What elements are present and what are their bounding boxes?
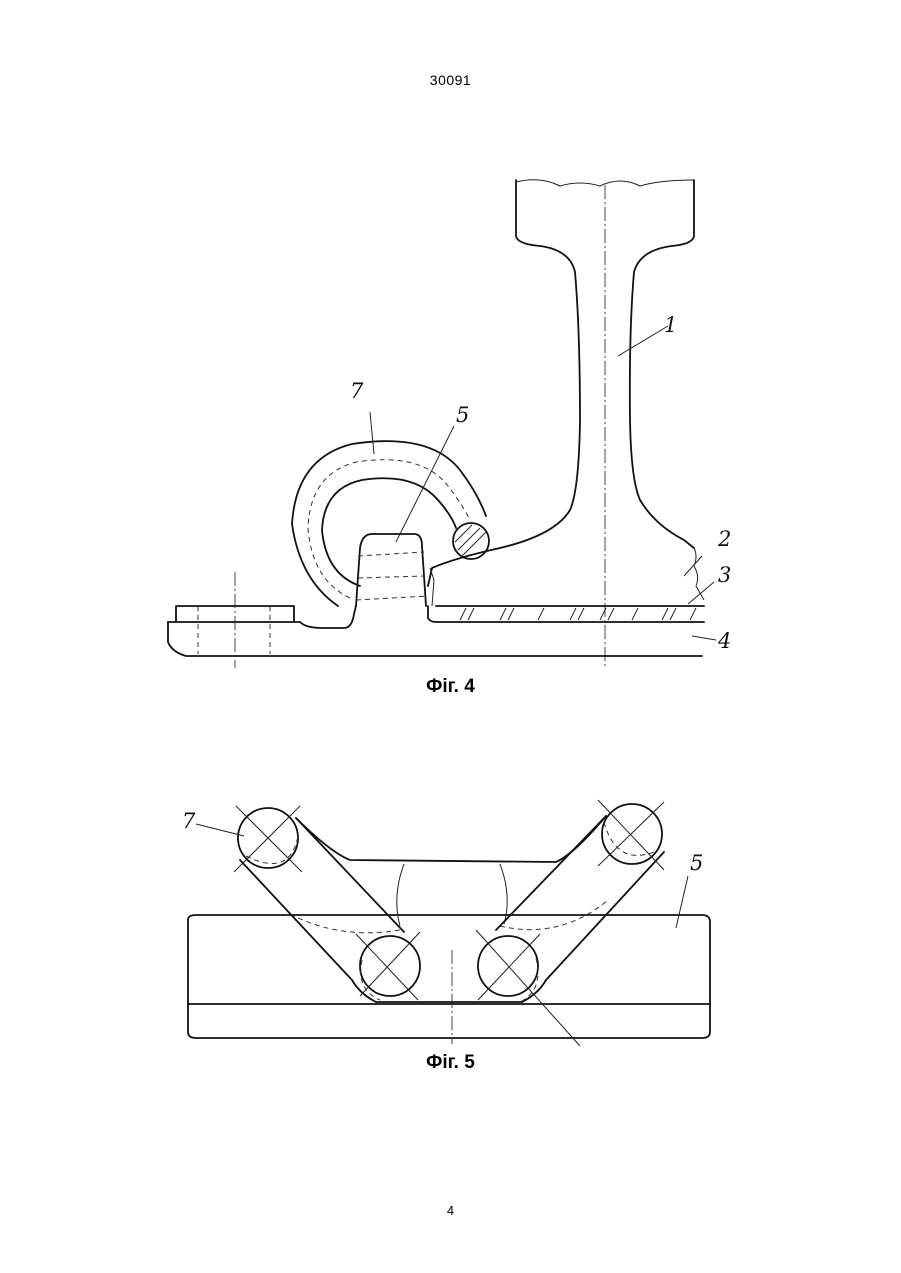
figure-5-drawing: 7 5 [0, 790, 901, 1050]
label-5: 5 [690, 851, 703, 875]
base-plate [168, 572, 704, 668]
spring-clip [292, 441, 489, 606]
anchor-block [356, 534, 434, 606]
clip-plan [234, 800, 664, 1046]
rail-profile [428, 180, 704, 668]
figure-4-drawing: 1 2 3 4 5 7 [0, 160, 901, 680]
label-7: 7 [350, 379, 364, 403]
document-number: 30091 [0, 72, 901, 88]
reference-leaders [370, 326, 716, 640]
label-3: 3 [718, 563, 731, 587]
label-7: 7 [182, 809, 196, 833]
label-2: 2 [717, 527, 731, 551]
label-4: 4 [717, 629, 731, 653]
page-number: 4 [0, 1203, 901, 1218]
label-1: 1 [664, 313, 677, 337]
anchor-base-plan [188, 915, 710, 1044]
label-5: 5 [456, 403, 469, 427]
figure-4-caption: Фіг. 4 [0, 676, 901, 698]
figure-5-caption: Фіг. 5 [0, 1052, 901, 1074]
